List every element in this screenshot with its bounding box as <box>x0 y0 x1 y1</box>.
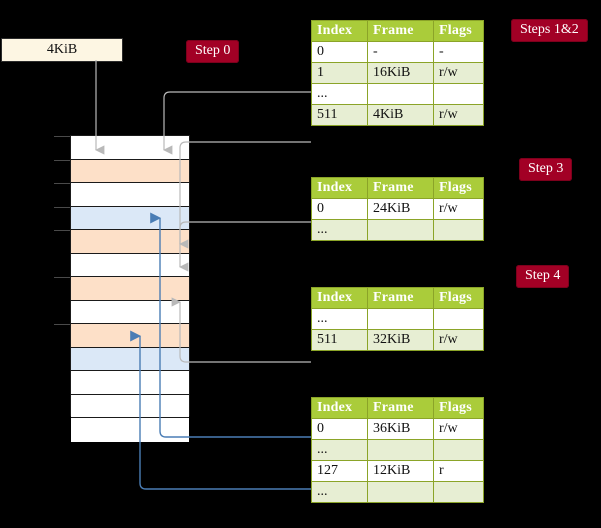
cell-frame: 24KiB <box>367 198 434 220</box>
memory-tick-mark <box>54 183 70 184</box>
column-header-index: Index <box>311 20 368 42</box>
source-frame-box: 4KiB <box>1 38 123 62</box>
cell-frame <box>367 308 434 330</box>
table-row[interactable]: 0-- <box>311 41 484 63</box>
cell-index: 127 <box>311 460 368 482</box>
memory-frame-white[interactable] <box>71 418 189 442</box>
cell-index: ... <box>311 83 368 105</box>
cell-flags: r/w <box>433 329 484 351</box>
column-header-frame: Frame <box>367 287 434 309</box>
badge-steps-1-2-label: Steps 1&2 <box>520 22 579 37</box>
cell-index: ... <box>311 308 368 330</box>
memory-tick-mark <box>54 159 70 161</box>
column-header-frame: Frame <box>367 20 434 42</box>
memory-frame-white[interactable] <box>71 300 189 324</box>
column-header-flags: Flags <box>433 287 484 309</box>
badge-step-3: Step 3 <box>519 158 573 181</box>
column-header-flags: Flags <box>433 177 484 199</box>
cell-flags: r <box>433 460 484 482</box>
memory-frame-blue[interactable] <box>54 206 189 230</box>
column-header-index: Index <box>311 397 368 419</box>
cell-index: 0 <box>311 198 368 220</box>
column-header-flags: Flags <box>433 20 484 42</box>
column-header-frame: Frame <box>367 177 434 199</box>
memory-frame-orange[interactable] <box>54 230 189 254</box>
cell-frame <box>367 481 434 503</box>
cell-index: 1 <box>311 62 368 84</box>
column-header-index: Index <box>311 287 368 309</box>
cell-frame: 16KiB <box>367 62 434 84</box>
cell-frame: 36KiB <box>367 418 434 440</box>
memory-frame-white[interactable] <box>71 371 189 395</box>
cell-index: 511 <box>311 329 368 351</box>
cell-flags: - <box>433 41 484 63</box>
badge-step-0-label: Step 0 <box>195 43 231 58</box>
badge-step-4: Step 4 <box>516 265 570 288</box>
memory-frame-white[interactable] <box>54 183 189 207</box>
column-header-index: Index <box>311 177 368 199</box>
table-row[interactable]: ... <box>311 481 484 503</box>
cell-frame: 32KiB <box>367 329 434 351</box>
cell-frame <box>367 219 434 241</box>
memory-tick-mark <box>54 136 70 137</box>
cell-index: 511 <box>311 104 368 126</box>
memory-tick-mark <box>54 230 70 231</box>
cell-index: 0 <box>311 418 368 440</box>
memory-frame-orange[interactable] <box>54 277 189 301</box>
memory-tick-mark <box>54 324 70 325</box>
cell-frame <box>367 439 434 461</box>
memory-frame-orange[interactable] <box>54 159 189 183</box>
memory-frame-white[interactable] <box>71 253 189 277</box>
cell-flags: r/w <box>433 104 484 126</box>
memory-frame-blue[interactable] <box>71 347 189 371</box>
memory-frame-orange[interactable] <box>54 324 189 348</box>
cell-frame <box>367 83 434 105</box>
table-row[interactable]: ... <box>311 308 484 330</box>
cell-flags: r/w <box>433 418 484 440</box>
table-row[interactable]: ... <box>311 219 484 241</box>
memory-frame-white[interactable] <box>71 394 189 418</box>
cell-index: 0 <box>311 41 368 63</box>
cell-frame: 4KiB <box>367 104 434 126</box>
cell-index: ... <box>311 219 368 241</box>
column-header-flags: Flags <box>433 397 484 419</box>
column-header-frame: Frame <box>367 397 434 419</box>
table-row[interactable]: ... <box>311 83 484 105</box>
physical-memory-column <box>54 135 190 442</box>
cell-flags <box>433 219 484 241</box>
cell-flags: r/w <box>433 198 484 220</box>
cell-flags <box>433 83 484 105</box>
memory-tick-mark <box>54 206 70 208</box>
cell-flags <box>433 308 484 330</box>
cell-frame: - <box>367 41 434 63</box>
source-frame-label: 4KiB <box>46 42 78 57</box>
cell-flags <box>433 439 484 461</box>
cell-frame: 12KiB <box>367 460 434 482</box>
badge-step-0: Step 0 <box>186 40 240 63</box>
badge-step-4-label: Step 4 <box>525 268 561 283</box>
cell-flags <box>433 481 484 503</box>
badge-step-3-label: Step 3 <box>528 161 564 176</box>
memory-frame-white[interactable] <box>54 136 189 160</box>
table-row[interactable]: ... <box>311 439 484 461</box>
cell-index: ... <box>311 481 368 503</box>
cell-index: ... <box>311 439 368 461</box>
badge-steps-1-2: Steps 1&2 <box>511 19 588 42</box>
memory-tick-mark <box>54 277 70 278</box>
cell-flags: r/w <box>433 62 484 84</box>
